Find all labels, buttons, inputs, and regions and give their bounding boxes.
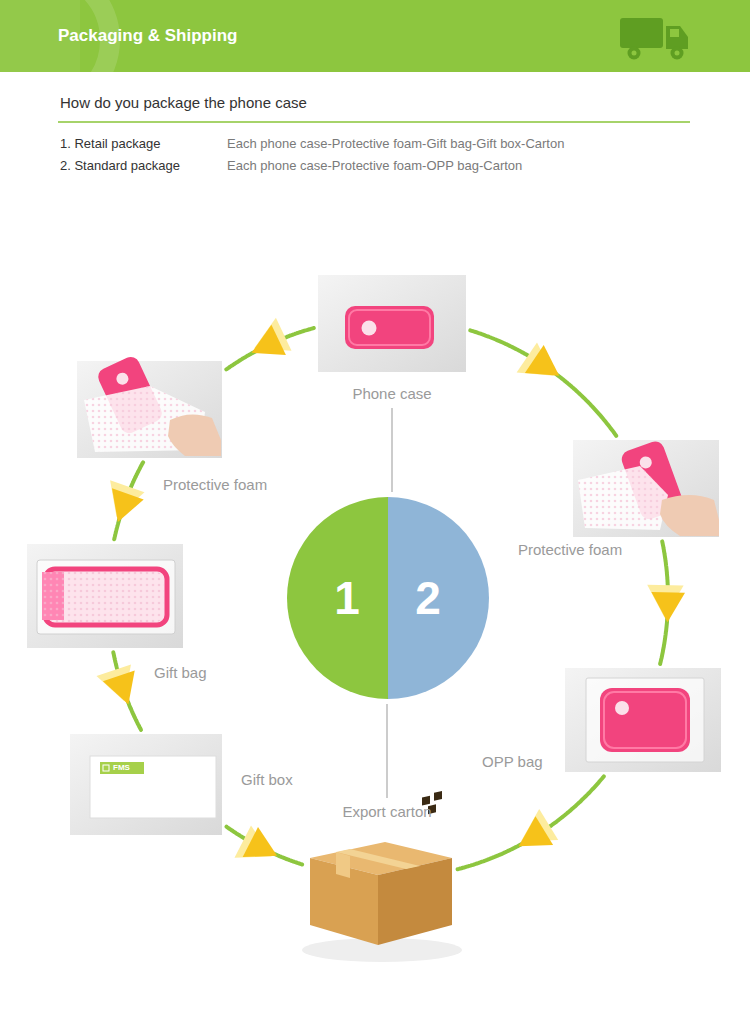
gift-bag-photo (27, 544, 183, 648)
flow-connector (392, 408, 393, 492)
arrowhead (243, 827, 277, 857)
photo-node: Protective foam (573, 440, 719, 537)
flow-connector (470, 330, 616, 435)
step-label: OPP bag (482, 753, 543, 771)
photo-node: Gift box (70, 734, 222, 835)
photo-node: Gift bag (27, 544, 183, 648)
center-circle-node: 12 (287, 497, 489, 699)
arrowhead (252, 325, 286, 355)
brand-mark: FMS (113, 762, 130, 774)
carton-node: Export carton (307, 840, 453, 948)
foam-photo (573, 439, 719, 537)
photo-node: Protective foam (77, 361, 222, 458)
flow-connector (110, 462, 144, 539)
photo-node: OPP bag (565, 668, 721, 772)
phone-case-photo (318, 275, 466, 372)
truck-icon (620, 18, 688, 60)
section-heading: How do you package the phone case (60, 94, 307, 112)
arrowhead (112, 488, 144, 522)
arrowhead (651, 592, 685, 622)
step-label: Export carton (294, 803, 480, 821)
row-title: 1. Retail package (60, 136, 160, 152)
flow-connector (647, 541, 685, 664)
header-title: Packaging & Shipping (58, 26, 237, 46)
step-label: Gift box (241, 771, 293, 789)
photo-node: Phone case (318, 275, 466, 372)
row-title: 2. Standard package (60, 158, 180, 174)
ring-segment (227, 827, 303, 865)
step-label: Protective foam (518, 541, 622, 559)
step-label: Gift bag (154, 664, 207, 682)
ring-segment (458, 776, 604, 869)
arrowhead (103, 671, 135, 705)
ring-segment (470, 330, 616, 435)
flow-connector (387, 704, 388, 798)
flow-connector (97, 652, 142, 730)
row-description: Each phone case-Protective foam-OPP bag-… (227, 158, 522, 174)
package-number: 2 (388, 568, 468, 628)
foam-photo (77, 354, 222, 458)
divider-line (386, 704, 388, 798)
section-underline (58, 121, 690, 123)
divider-line (391, 408, 393, 492)
arrowhead (519, 816, 553, 846)
opp-bag-photo (565, 668, 721, 772)
flow-connector (458, 776, 604, 869)
gift-box-photo (70, 734, 222, 835)
center-circle (287, 497, 489, 699)
row-description: Each phone case-Protective foam-Gift bag… (227, 136, 564, 152)
step-label: Phone case (318, 385, 466, 403)
flow-connector (227, 825, 303, 864)
arrowhead (525, 345, 559, 376)
flow-connector (226, 318, 313, 370)
package-number: 1 (307, 568, 387, 628)
step-label: Protective foam (163, 476, 267, 494)
